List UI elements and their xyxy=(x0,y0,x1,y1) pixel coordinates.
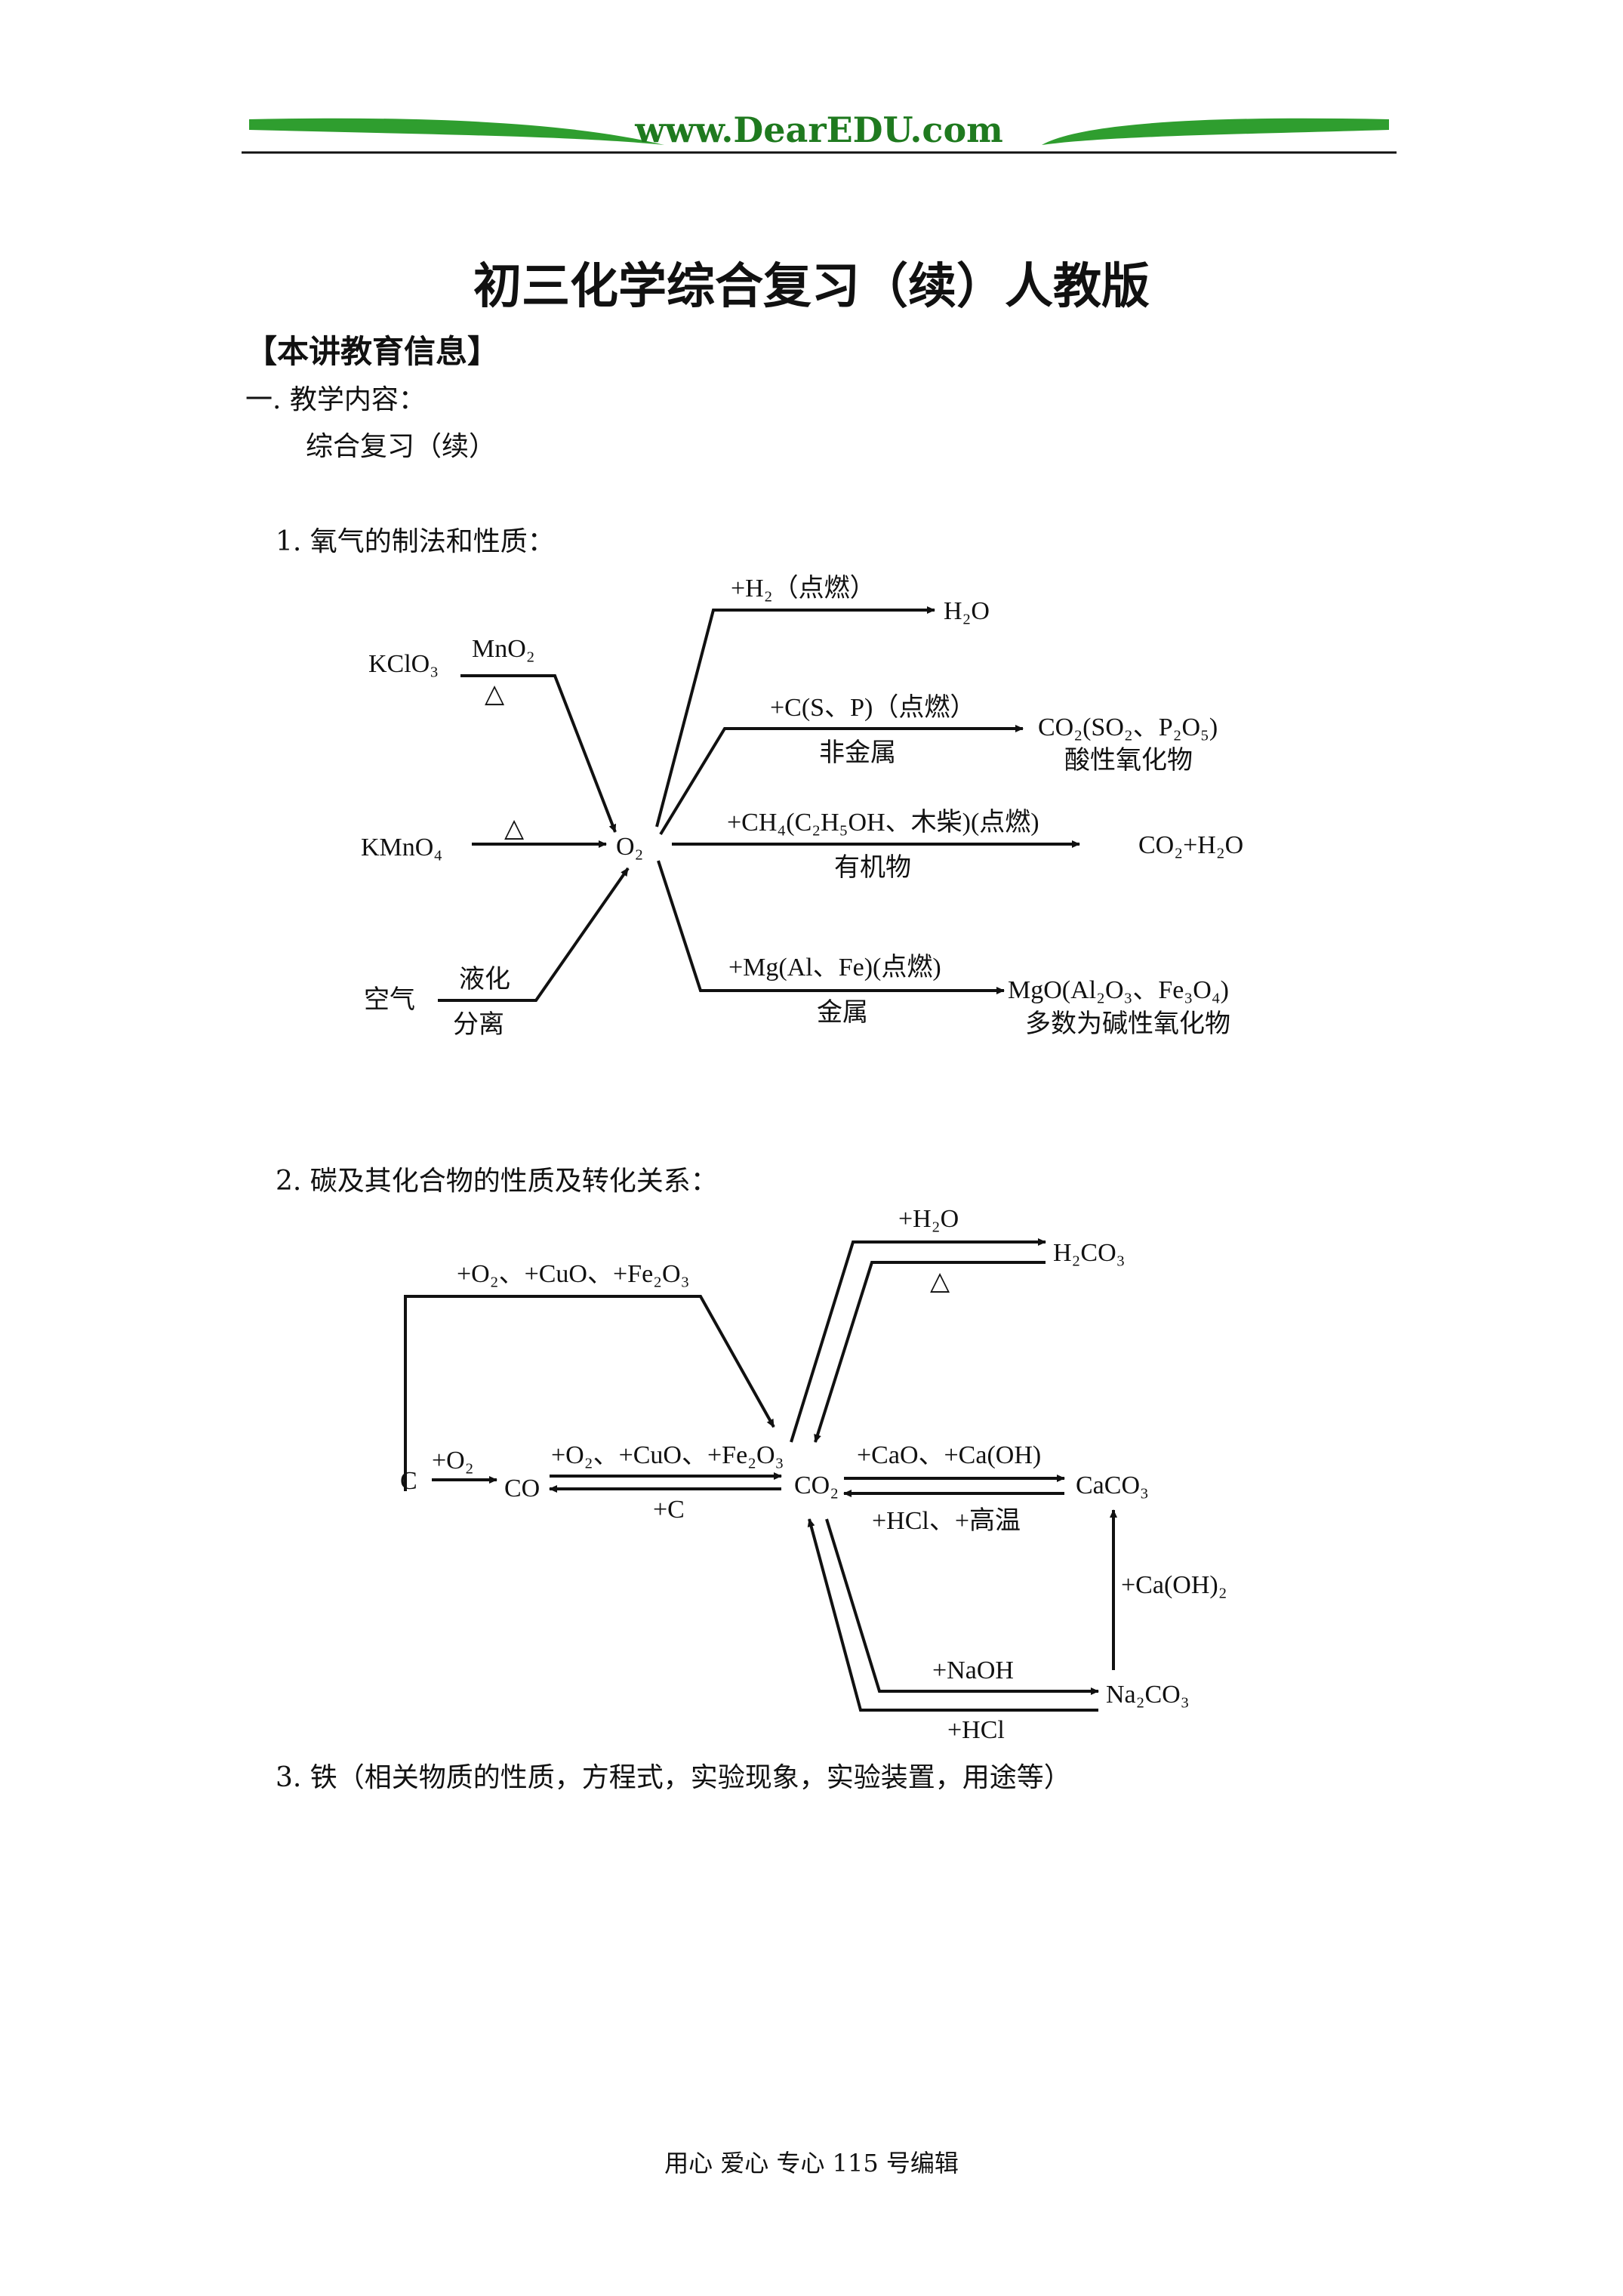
arrow-o2-h2o xyxy=(655,606,935,827)
reagent-h2: +H₂（点燃） xyxy=(731,574,876,603)
arrow-kclo3-o2 xyxy=(460,674,617,833)
product-co2-h2o: CO₂+H₂O xyxy=(1138,831,1243,859)
cond-heat-1: △ xyxy=(485,680,505,708)
arrow-c-co2-loop xyxy=(404,1295,775,1491)
node-c: C xyxy=(400,1467,417,1495)
reagent-organic: +CH₄(C₂H₅OH、木柴)(点燃) xyxy=(727,808,1039,837)
label-na2co3-co2: +HCl xyxy=(947,1716,1005,1744)
note-metal: 金属 xyxy=(817,998,868,1027)
arrow-co2-na2co3 xyxy=(825,1518,1099,1695)
node-kclo3: KClO₃ xyxy=(368,650,439,678)
label-co2-na2co3: +NaOH xyxy=(932,1657,1014,1684)
cond-mno2: MnO₂ xyxy=(472,635,535,663)
node-co2: CO₂ xyxy=(794,1472,839,1499)
arrow-h2co3-co2 xyxy=(814,1261,1046,1443)
label-co2-caco3: +CaO、+Ca(OH) xyxy=(857,1441,1041,1469)
cond-separate: 分离 xyxy=(453,1010,504,1039)
page-footer: 用心 爱心 专心 115 号编辑 xyxy=(664,2149,959,2177)
note-basic-oxide: 多数为碱性氧化物 xyxy=(1025,1009,1230,1038)
label-h2co3-co2: △ xyxy=(930,1268,950,1296)
label-co2-h2co3: +H₂O xyxy=(898,1205,959,1233)
arrow-na2co3-co2 xyxy=(807,1518,1098,1712)
header-banner: www.DearEDU.com xyxy=(242,109,1397,154)
green-swoosh-right xyxy=(1042,118,1389,145)
node-na2co3: Na₂CO₃ xyxy=(1106,1681,1190,1709)
node-o2: O₂ xyxy=(616,833,643,861)
green-swoosh-left xyxy=(249,118,664,145)
item-2-heading: 2. 碳及其化合物的性质及转化关系： xyxy=(276,1166,718,1197)
cond-liquefy: 液化 xyxy=(459,965,510,994)
label-caco3-co2: +HCl、+高温 xyxy=(872,1506,1021,1535)
arrow-o2-mgo xyxy=(657,860,1005,994)
oxygen-diagram: KClO₃ MnO₂ △ KMnO₄ △ 空气 液化 分离 O₂ +H₂（点燃）… xyxy=(361,574,1243,1039)
arrow-co2-h2co3 xyxy=(790,1238,1046,1443)
reagent-metal: +Mg(Al、Fe)(点燃) xyxy=(728,953,941,982)
item-1-heading: 1. 氧气的制法和性质： xyxy=(276,526,555,557)
node-kmno4: KMnO₄ xyxy=(361,834,442,861)
node-air: 空气 xyxy=(364,985,415,1014)
label-c-co2-top: +O₂、+CuO、+Fe₂O₃ xyxy=(457,1260,689,1288)
label-co2-co: +C xyxy=(653,1496,685,1524)
arrow-o2-co2 xyxy=(659,725,1024,836)
product-acid-oxides: CO₂(SO₂、P₂O₅) xyxy=(1038,713,1218,741)
node-caco3: CaCO₃ xyxy=(1076,1472,1149,1499)
section-1-sub: 综合复习（续） xyxy=(306,431,497,462)
node-co: CO xyxy=(504,1475,540,1502)
arrow-air-o2 xyxy=(438,867,630,1002)
label-na2co3-caco3: +Ca(OH)₂ xyxy=(1121,1571,1227,1599)
cond-heat-2: △ xyxy=(504,815,525,843)
section-1-label: 一. 教学内容： xyxy=(245,384,426,415)
info-heading: 【本讲教育信息】 xyxy=(245,333,500,370)
carbon-diagram: C CO CO₂ H₂CO₃ CaCO₃ Na₂CO₃ +O₂、+CuO、+Fe… xyxy=(400,1205,1227,1744)
product-h2o: H₂O xyxy=(944,597,990,625)
node-h2co3: H₂CO₃ xyxy=(1053,1239,1126,1267)
page-title: 初三化学综合复习（续）人教版 xyxy=(473,258,1150,315)
label-c-co: +O₂ xyxy=(432,1447,474,1475)
note-nonmetal: 非金属 xyxy=(819,738,896,767)
label-co-co2: +O₂、+CuO、+Fe₂O₃ xyxy=(551,1441,784,1469)
item-3-heading: 3. 铁（相关物质的性质，方程式，实验现象，实验装置，用途等） xyxy=(276,1762,1071,1793)
site-logo-text: www.DearEDU.com xyxy=(634,109,1003,150)
note-organic: 有机物 xyxy=(834,853,911,882)
reagent-csp: +C(S、P)（点燃） xyxy=(770,693,975,722)
product-metal-oxides: MgO(Al₂O₃、Fe₃O₄) xyxy=(1008,976,1229,1004)
note-acidic-oxide: 酸性氧化物 xyxy=(1064,746,1193,775)
